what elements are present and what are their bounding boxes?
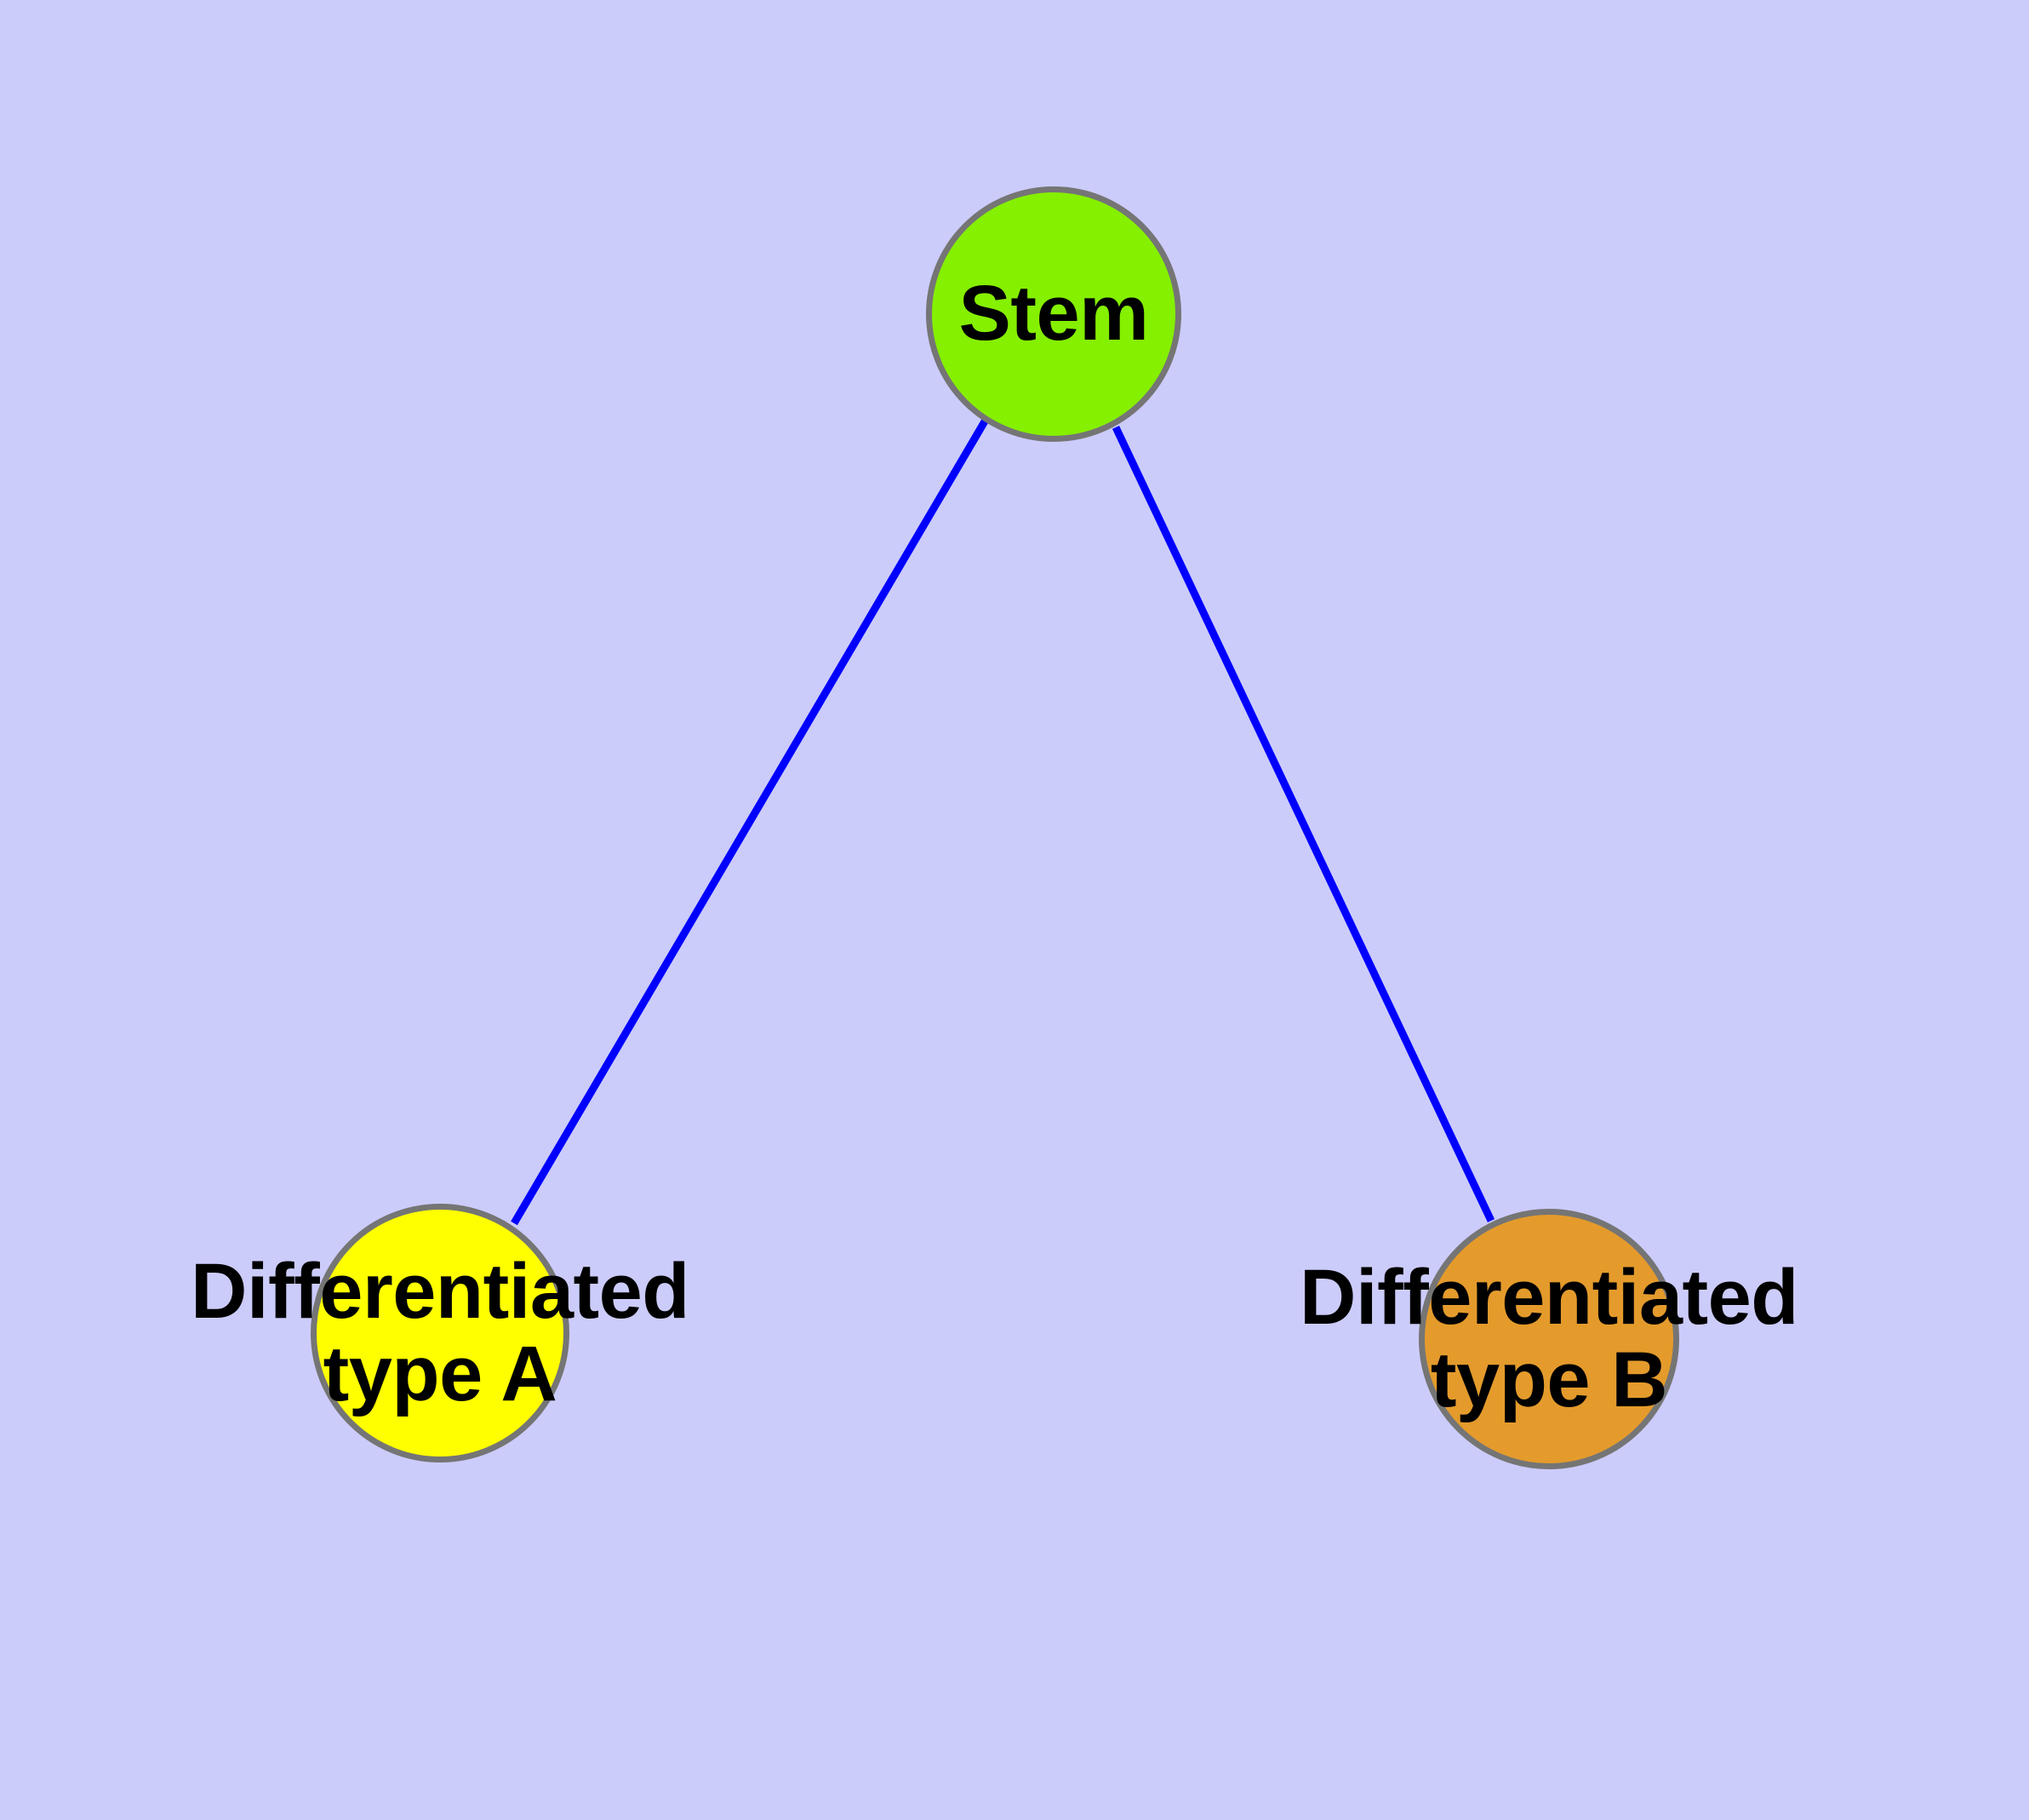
node-circle-stem[interactable] [926, 186, 1181, 442]
edge-stem-to-diff-b[interactable] [1112, 426, 1495, 1222]
node-circle-diff_b[interactable] [1419, 1209, 1679, 1469]
edge-stem-to-diff-a[interactable] [511, 419, 988, 1226]
node-circle-diff_a[interactable] [311, 1204, 569, 1462]
